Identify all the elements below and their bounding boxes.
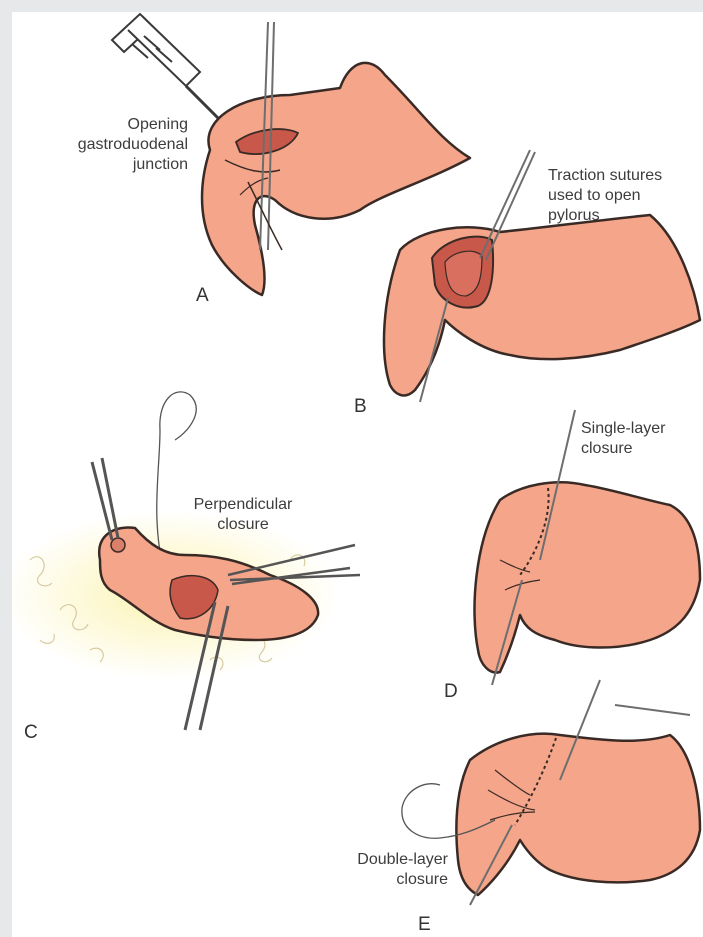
stomach-e — [456, 734, 700, 895]
label-c-line1: Perpendicular — [168, 495, 318, 515]
label-e-line1: Double-layer — [292, 850, 448, 870]
label-b-line3: pylorus — [548, 206, 703, 226]
label-a-block: Opening gastroduodenal junction — [12, 115, 188, 175]
label-b-block: Traction sutures used to open pylorus — [548, 166, 703, 226]
label-d-line1: Single-layer — [581, 419, 703, 439]
label-b-line2: used to open — [548, 186, 703, 206]
panel-letter-c: C — [24, 722, 38, 744]
label-d-line2: closure — [581, 439, 703, 459]
label-e-block: Double-layer closure — [292, 850, 448, 890]
label-a-line3: junction — [12, 155, 188, 175]
panel-letter-e: E — [418, 914, 431, 936]
panel-c-drawing — [12, 392, 360, 730]
panel-letter-b: B — [354, 396, 367, 418]
label-a-line1: Opening — [12, 115, 188, 135]
label-e-line2: closure — [292, 870, 448, 890]
illustration-frame: Opening gastroduodenal junction Traction… — [12, 12, 703, 937]
stomach-b — [384, 215, 700, 395]
panel-letter-a: A — [196, 285, 209, 307]
label-c-block: Perpendicular closure — [168, 495, 318, 535]
label-b-line1: Traction sutures — [548, 166, 703, 186]
label-c-line2: closure — [168, 515, 318, 535]
stomach-d — [474, 482, 700, 672]
label-d-block: Single-layer closure — [581, 419, 703, 459]
syringe-icon — [112, 14, 228, 128]
label-a-line2: gastroduodenal — [12, 135, 188, 155]
panel-letter-d: D — [444, 681, 458, 703]
